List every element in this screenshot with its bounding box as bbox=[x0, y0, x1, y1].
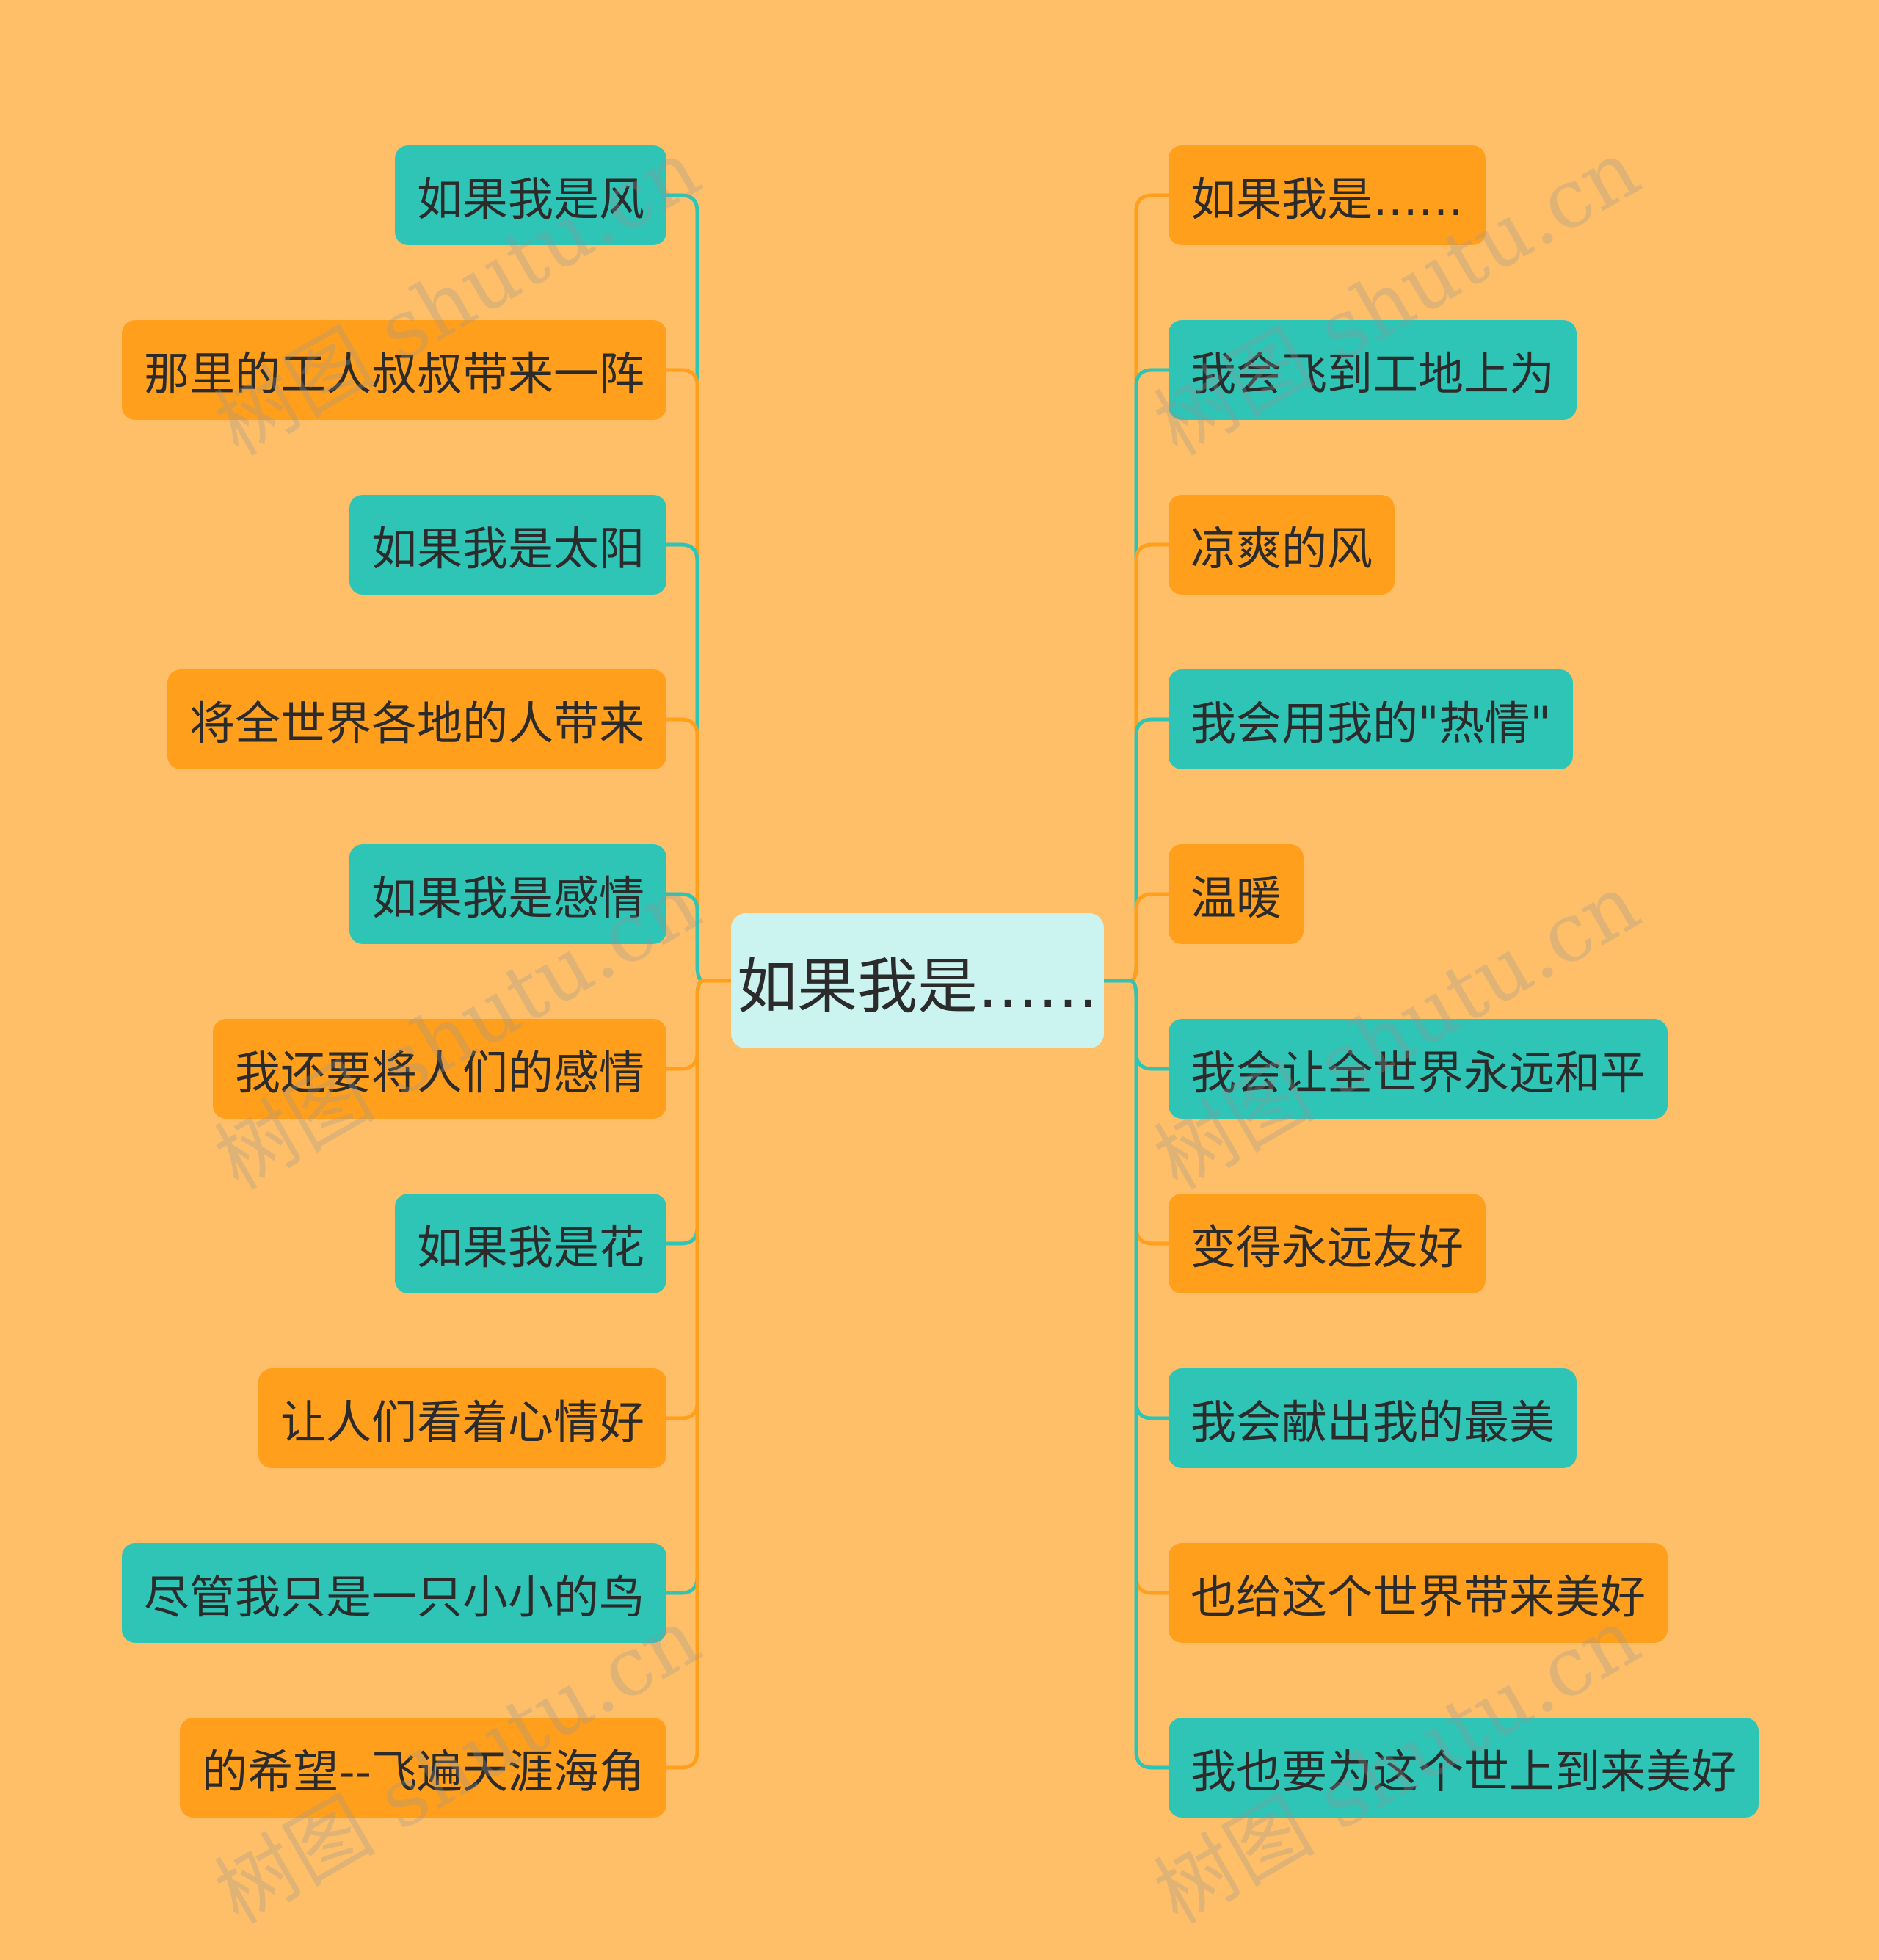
right-topic-9[interactable]: 也给这个世界带来美好 bbox=[1169, 1543, 1668, 1643]
left-topic-label: 让人们看着心情好 bbox=[280, 1395, 644, 1449]
left-topic-label: 那里的工人叔叔带来一阵 bbox=[143, 347, 644, 401]
left-topic-3[interactable]: 如果我是太阳 bbox=[349, 495, 666, 595]
right-connector bbox=[1102, 892, 1171, 983]
left-topic-4[interactable]: 将全世界各地的人带来 bbox=[167, 669, 666, 769]
left-topic-7[interactable]: 如果我是花 bbox=[394, 1194, 666, 1293]
right-topic-label: 凉爽的风 bbox=[1191, 522, 1373, 576]
left-topic-6[interactable]: 我还要将人们的感情 bbox=[212, 1019, 666, 1119]
left-topic-2[interactable]: 那里的工人叔叔带来一阵 bbox=[121, 320, 666, 420]
left-topic-label: 如果我是花 bbox=[416, 1221, 644, 1274]
left-topic-label: 的希望--飞遍天涯海角 bbox=[202, 1745, 644, 1799]
left-topic-5[interactable]: 如果我是感情 bbox=[349, 844, 666, 944]
root-topic-label: 如果我是…… bbox=[737, 951, 1099, 1022]
left-topic-8[interactable]: 让人们看着心情好 bbox=[258, 1368, 666, 1468]
left-connector bbox=[664, 979, 733, 1770]
right-topic-label: 我会献出我的最美 bbox=[1191, 1395, 1555, 1449]
left-topic-10[interactable]: 的希望--飞遍天涯海角 bbox=[180, 1718, 666, 1818]
left-topic-label: 如果我是风 bbox=[416, 173, 644, 226]
left-connector bbox=[664, 892, 733, 983]
right-topic-8[interactable]: 我会献出我的最美 bbox=[1169, 1368, 1577, 1468]
right-topic-4[interactable]: 我会用我的"热情" bbox=[1169, 669, 1574, 769]
right-topic-7[interactable]: 变得永远友好 bbox=[1169, 1194, 1486, 1293]
right-topic-1[interactable]: 如果我是…… bbox=[1169, 145, 1486, 245]
left-topic-label: 我还要将人们的感情 bbox=[234, 1046, 644, 1100]
left-topic-label: 如果我是感情 bbox=[371, 871, 644, 925]
right-topic-label: 如果我是…… bbox=[1191, 173, 1464, 226]
right-topic-label: 也给这个世界带来美好 bbox=[1191, 1570, 1646, 1624]
right-topic-3[interactable]: 凉爽的风 bbox=[1169, 495, 1395, 595]
right-topic-label: 我会飞到工地上为 bbox=[1191, 347, 1555, 401]
right-connector bbox=[1102, 979, 1171, 1770]
left-topic-label: 将全世界各地的人带来 bbox=[189, 697, 644, 750]
right-topic-label: 我会用我的"热情" bbox=[1191, 697, 1552, 750]
left-topic-label: 尽管我只是一只小小的鸟 bbox=[143, 1570, 644, 1624]
right-topic-label: 温暖 bbox=[1191, 871, 1282, 925]
right-topic-label: 变得永远友好 bbox=[1191, 1221, 1464, 1274]
root-topic[interactable]: 如果我是…… bbox=[731, 913, 1104, 1048]
left-topic-1[interactable]: 如果我是风 bbox=[394, 145, 666, 245]
right-topic-label: 我会让全世界永远和平 bbox=[1191, 1046, 1646, 1100]
left-topic-9[interactable]: 尽管我只是一只小小的鸟 bbox=[121, 1543, 666, 1643]
left-topic-label: 如果我是太阳 bbox=[371, 522, 644, 576]
right-topic-2[interactable]: 我会飞到工地上为 bbox=[1169, 320, 1577, 420]
right-topic-5[interactable]: 温暖 bbox=[1169, 844, 1304, 944]
right-topic-6[interactable]: 我会让全世界永远和平 bbox=[1169, 1019, 1668, 1119]
right-topic-label: 我也要为这个世上到来美好 bbox=[1191, 1745, 1737, 1799]
right-topic-10[interactable]: 我也要为这个世上到来美好 bbox=[1169, 1718, 1759, 1818]
